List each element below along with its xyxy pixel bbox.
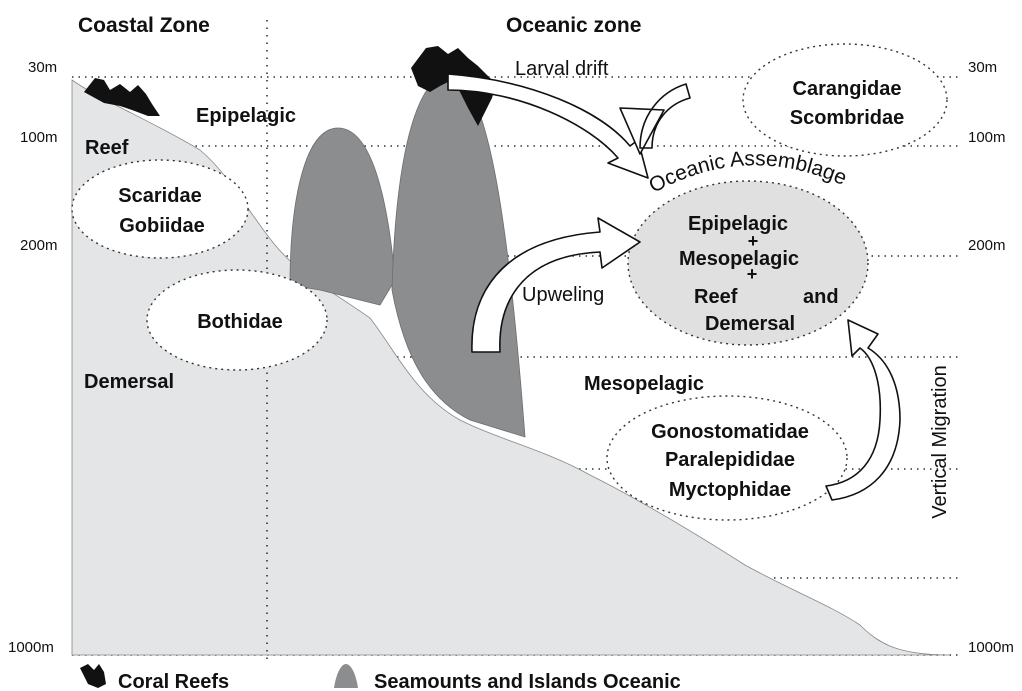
legend-coral-reef-icon: [80, 664, 106, 688]
assemblage-epipelagic: Epipelagic: [688, 213, 788, 235]
label-upweling: Upweling: [522, 284, 604, 306]
label-larval-drift: Larval drift: [515, 58, 609, 80]
family-gobiidae: Gobiidae: [119, 215, 205, 237]
label-mesopelagic-zone: Mesopelagic: [584, 373, 704, 395]
depth-label-right-200m: 200m: [968, 237, 1006, 254]
assemblage-demersal: Demersal: [705, 313, 795, 335]
depth-label-right-1000m: 1000m: [968, 639, 1014, 656]
coastal-zone-header: Coastal Zone: [78, 14, 210, 37]
depth-label-left-100m: 100m: [20, 129, 58, 146]
assemblage-and: and: [803, 286, 839, 308]
depth-label-left-200m: 200m: [20, 237, 58, 254]
label-reef-zone: Reef: [85, 137, 129, 159]
legend-coral-reefs: Coral Reefs: [118, 671, 229, 691]
ellipse-epipelagic-families: [743, 44, 947, 156]
label-vertical-migration: Vertical Migration: [929, 365, 951, 518]
seamount-left: [290, 128, 395, 305]
legend-seamount-icon: [334, 664, 358, 688]
depth-label-left-1000m: 1000m: [8, 639, 54, 656]
family-bothidae: Bothidae: [197, 311, 283, 333]
ellipse-reef-families: [72, 160, 248, 258]
assemblage-reef: Reef: [694, 286, 738, 308]
family-scombridae: Scombridae: [790, 107, 904, 129]
epipelagic-downward-arrow: [620, 84, 690, 154]
family-scaridae: Scaridae: [118, 185, 201, 207]
family-gonostomatidae: Gonostomatidae: [651, 421, 809, 443]
legend-seamounts: Seamounts and Islands Oceanic: [374, 671, 681, 691]
family-myctophidae: Myctophidae: [669, 479, 791, 501]
assemblage-mesopelagic: Mesopelagic: [679, 248, 799, 270]
assemblage-plus-2: +: [747, 264, 758, 284]
family-carangidae: Carangidae: [793, 78, 902, 100]
label-demersal-zone: Demersal: [84, 371, 174, 393]
depth-label-right-100m: 100m: [968, 129, 1006, 146]
label-epipelagic-zone: Epipelagic: [196, 105, 296, 127]
oceanic-zone-header: Oceanic zone: [506, 14, 641, 37]
depth-label-left-30m: 30m: [28, 59, 57, 76]
family-paralepididae: Paralepididae: [665, 449, 795, 471]
depth-label-right-30m: 30m: [968, 59, 997, 76]
